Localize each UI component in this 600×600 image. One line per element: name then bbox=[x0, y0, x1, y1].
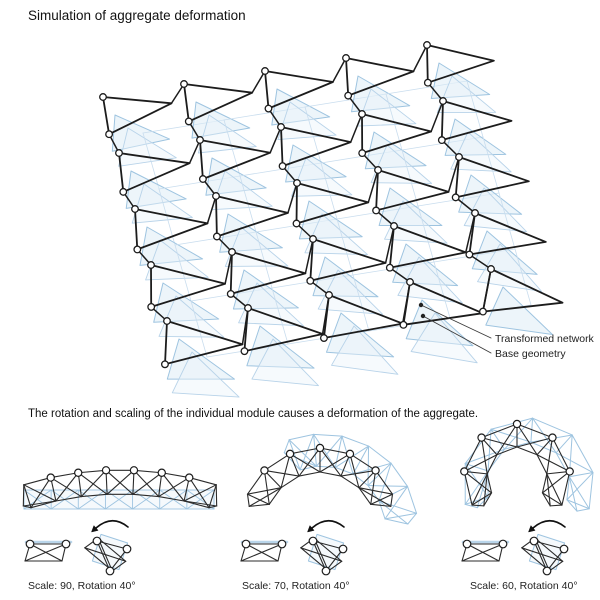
rotation-arrow-1 bbox=[91, 519, 129, 533]
deformed-structure-2 bbox=[246, 443, 394, 507]
deformed-structure-3 bbox=[460, 419, 574, 507]
variant-label-2: Scale: 70, Rotation 40° bbox=[242, 580, 350, 592]
module-pair-3-base bbox=[461, 533, 566, 571]
module-pair-1 bbox=[24, 536, 132, 576]
annotation-transformed-network: Transformed network bbox=[495, 333, 594, 345]
caption: The rotation and scaling of the individu… bbox=[28, 408, 479, 420]
network-nodes-layer bbox=[99, 41, 495, 369]
module-pair-2 bbox=[240, 536, 348, 576]
module-pair-2-base bbox=[240, 533, 345, 571]
variant-label-3: Scale: 60, Rotation 40° bbox=[470, 580, 578, 592]
base-geometry-layer bbox=[23, 62, 594, 571]
deformed-structure-2-base bbox=[283, 433, 418, 525]
module-pair-3 bbox=[461, 536, 569, 576]
callout-leaders bbox=[418, 302, 492, 354]
page-title: Simulation of aggregate deformation bbox=[28, 8, 246, 23]
module-pair-1-base bbox=[24, 533, 129, 571]
rotation-arrow-3 bbox=[528, 519, 566, 533]
annotation-base-geometry: Base geometry bbox=[495, 348, 566, 360]
deformed-structure-1 bbox=[22, 466, 218, 509]
variant-label-1: Scale: 90, Rotation 40° bbox=[28, 580, 136, 592]
rotation-arrow-2 bbox=[307, 519, 345, 533]
